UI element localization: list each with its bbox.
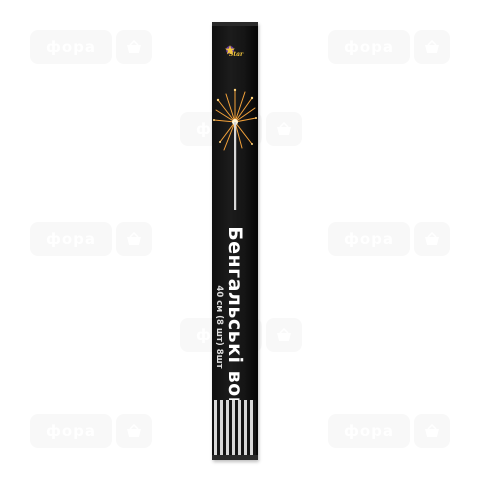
product-subtitle: 40 см (8 шт) 8шт <box>214 285 224 369</box>
watermark-logo: фора <box>328 30 410 64</box>
watermark-logo: фора <box>30 414 112 448</box>
watermark-logo: фора <box>328 222 410 256</box>
watermark-tile: фора <box>328 414 450 448</box>
package-bottom-seal <box>212 455 258 460</box>
basket-icon <box>116 222 152 256</box>
basket-icon <box>414 222 450 256</box>
watermark-tile: фора <box>30 222 152 256</box>
sparkler-package: Star <box>212 22 258 460</box>
sparkler-icon <box>213 88 257 210</box>
watermark-logo: фора <box>30 30 112 64</box>
brand-logo-text: Star <box>229 51 244 58</box>
basket-icon <box>266 112 302 146</box>
basket-icon <box>414 30 450 64</box>
basket-icon <box>414 414 450 448</box>
stripe-pattern <box>214 400 256 455</box>
watermark-logo: фора <box>328 414 410 448</box>
watermark-tile: фора <box>328 30 450 64</box>
watermark-tile: фора <box>30 414 152 448</box>
watermark-logo: фора <box>30 222 112 256</box>
basket-icon <box>116 414 152 448</box>
star-logo-icon <box>225 45 235 55</box>
package-top-seal <box>212 22 258 26</box>
watermark-tile: фора <box>328 222 450 256</box>
watermark-tile: фора <box>30 30 152 64</box>
basket-icon <box>116 30 152 64</box>
basket-icon <box>266 318 302 352</box>
product-title: Бенгальські вогні <box>224 226 246 428</box>
